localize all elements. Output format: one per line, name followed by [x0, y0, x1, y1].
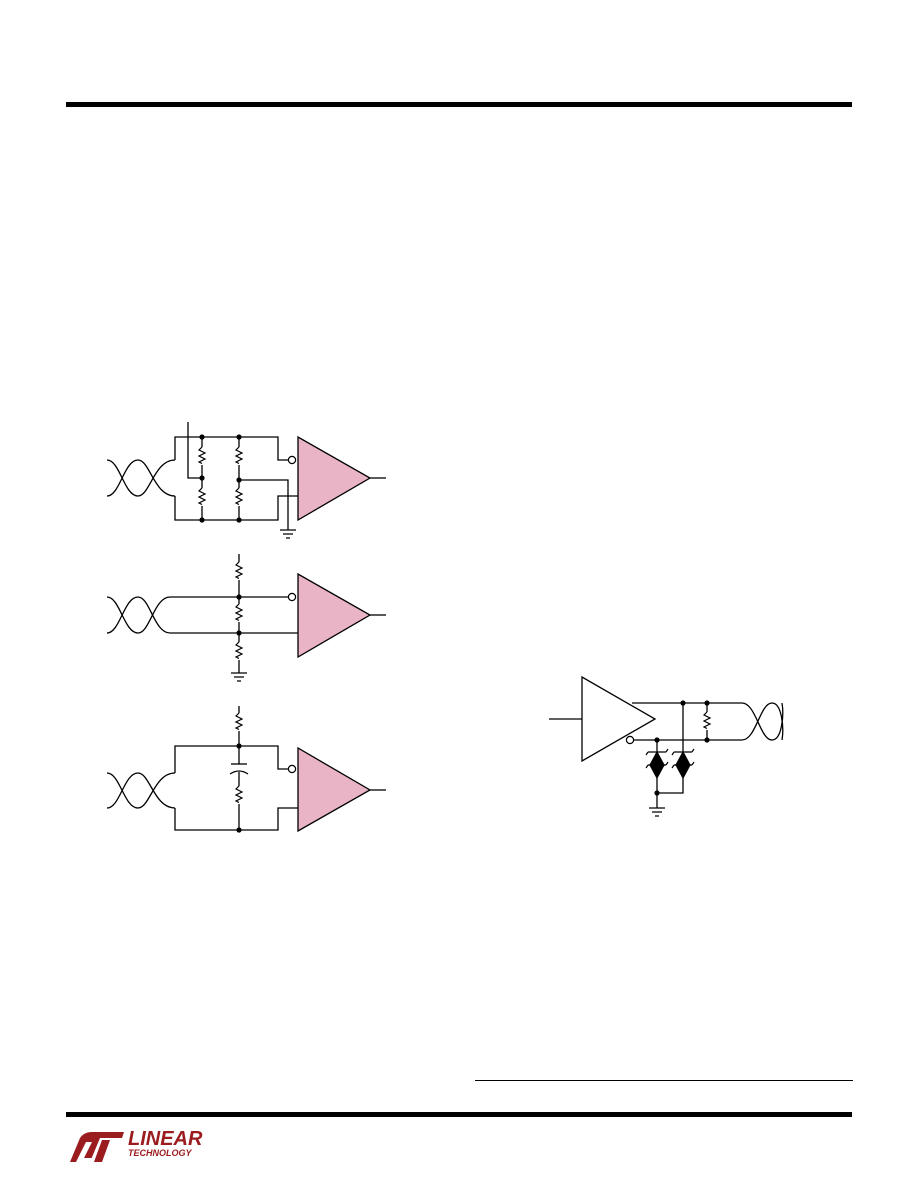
figure-split-bias-termination	[106, 422, 386, 539]
company-logo: LINEAR TECHNOLOGY	[66, 1128, 206, 1166]
driver-triangle	[581, 675, 657, 763]
inverting-input-bubble-2	[287, 592, 297, 602]
wires-3	[174, 706, 298, 831]
logo-word: LINEAR	[128, 1128, 203, 1150]
resistors-1	[198, 446, 243, 506]
zener-diodes	[645, 748, 695, 780]
twisted-pair-2	[106, 596, 171, 634]
logo-subword: TECHNOLOGY	[128, 1148, 192, 1158]
footer-rule	[66, 1112, 852, 1117]
inverting-input-bubble-3	[287, 764, 297, 774]
receiver-triangle-1	[297, 435, 372, 522]
figure-bias-network-termination	[106, 554, 386, 682]
driver-inverting-output-bubble	[625, 735, 635, 745]
junction-dots-4	[654, 700, 710, 796]
header-rule	[66, 102, 852, 107]
junction-dots-3	[236, 743, 242, 833]
logo-mark-icon	[70, 1132, 124, 1162]
figure-ac-termination	[106, 706, 386, 833]
twisted-pair-1	[106, 459, 176, 497]
receiver-triangle-2	[297, 572, 372, 659]
footnote-rule	[475, 1080, 853, 1081]
inverting-input-bubble-1	[287, 455, 297, 465]
figure-driver-zener-protection	[549, 675, 784, 817]
wires-2	[170, 554, 298, 682]
resistors-2	[235, 561, 243, 660]
termination-resistor	[703, 711, 711, 730]
receiver-triangle-3	[297, 746, 372, 833]
wires-1	[174, 422, 298, 539]
junction-dots-2	[236, 594, 242, 636]
twisted-pair-4	[741, 702, 784, 741]
junction-dots-1	[199, 434, 242, 523]
twisted-pair-3	[106, 772, 176, 809]
